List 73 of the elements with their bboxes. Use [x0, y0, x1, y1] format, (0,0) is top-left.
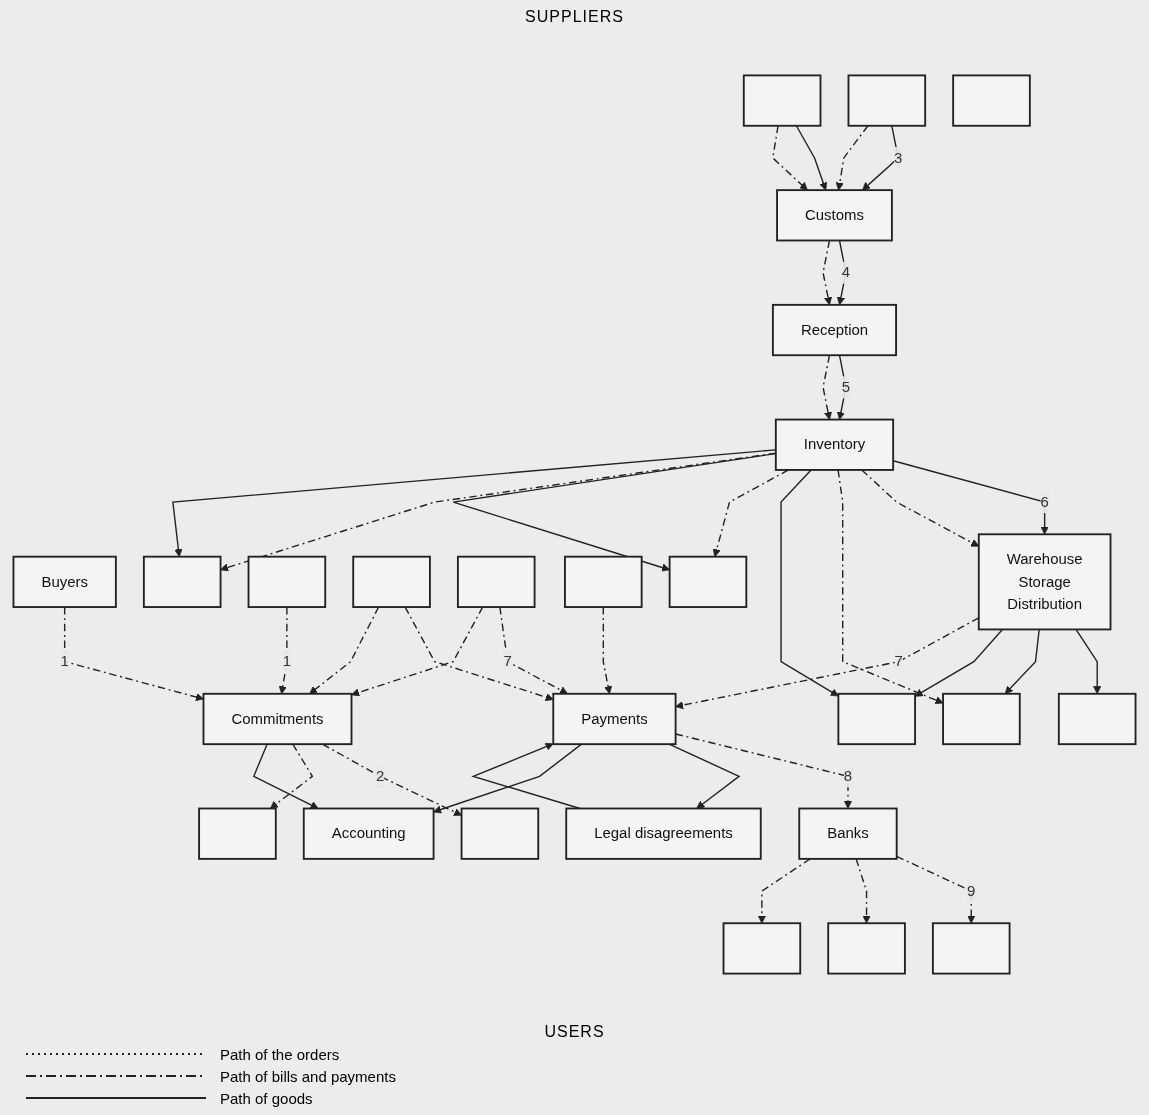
- arrow: [471, 742, 581, 810]
- section-heading: USERS: [544, 1023, 605, 1041]
- node-box: Buyers: [12, 555, 117, 608]
- node-box: [142, 555, 222, 608]
- node-box: Warehouse Storage Distribution: [977, 533, 1112, 631]
- node-box: Reception: [771, 303, 897, 357]
- arrow: [914, 628, 1004, 697]
- edge-label: 9: [967, 882, 976, 899]
- edge-label: 5: [841, 379, 851, 395]
- arrow: [269, 743, 314, 809]
- node-box: [1057, 692, 1137, 746]
- arrow: [1075, 628, 1102, 695]
- node-box: Accounting: [302, 807, 435, 860]
- arrow: [499, 606, 568, 695]
- node-box: [847, 74, 927, 127]
- node-box: [742, 74, 822, 127]
- node-box: [952, 74, 1031, 127]
- arrow: [433, 743, 583, 814]
- legend-label: Path of goods: [220, 1089, 313, 1107]
- arrow: [757, 858, 811, 924]
- arrow: [835, 125, 869, 191]
- arrow: [668, 743, 741, 809]
- legend-label: Path of bills and payments: [220, 1067, 396, 1085]
- arrow: [712, 469, 790, 558]
- arrow: [855, 858, 871, 924]
- arrow: [278, 606, 288, 695]
- node-box: [942, 692, 1021, 746]
- arrow: [795, 125, 828, 191]
- arrow: [836, 239, 847, 306]
- node-box: [668, 555, 748, 608]
- node-box: [827, 922, 906, 975]
- edge-label: 1: [282, 653, 292, 670]
- edge-label: 6: [1040, 493, 1049, 510]
- arrow: [351, 606, 484, 697]
- node-box: Inventory: [774, 418, 895, 471]
- arrow: [780, 469, 839, 697]
- node-box: [460, 807, 540, 860]
- edge-label: 2: [375, 767, 385, 784]
- arrow: [822, 239, 833, 306]
- edge-label: 1: [60, 653, 69, 670]
- edge-label: 8: [843, 767, 853, 784]
- arrow: [837, 469, 944, 705]
- arrow: [252, 743, 319, 809]
- node-box: Legal disagreements: [565, 807, 762, 860]
- edge-label: 7: [503, 653, 512, 670]
- arrow: [321, 743, 462, 816]
- node-box: Payments: [552, 692, 677, 746]
- arrow: [602, 606, 613, 695]
- node-box: [564, 555, 643, 608]
- node-box: [931, 922, 1011, 975]
- node-box: Customs: [776, 189, 893, 242]
- edge-label: 4: [841, 264, 851, 281]
- legend-label: Path of the orders: [220, 1045, 340, 1063]
- edge-label: 7: [894, 653, 903, 670]
- node-box: Banks: [798, 807, 898, 860]
- arrow: [404, 606, 554, 702]
- arrow: [896, 855, 976, 924]
- node-box: [456, 555, 536, 608]
- node-box: [352, 555, 431, 608]
- node-box: [722, 922, 802, 975]
- arrow: [309, 606, 380, 695]
- section-heading: SUPPLIERS: [525, 8, 624, 26]
- node-box: [198, 807, 277, 860]
- node-box: [247, 555, 327, 608]
- node-box: Commitments: [202, 692, 353, 746]
- arrow: [1004, 628, 1040, 695]
- arrow: [836, 354, 847, 420]
- arrow: [862, 125, 899, 191]
- edge-label: 3: [894, 149, 903, 166]
- node-box: [837, 692, 916, 746]
- arrow: [822, 354, 833, 420]
- arrow: [772, 125, 808, 191]
- arrow: [63, 606, 204, 702]
